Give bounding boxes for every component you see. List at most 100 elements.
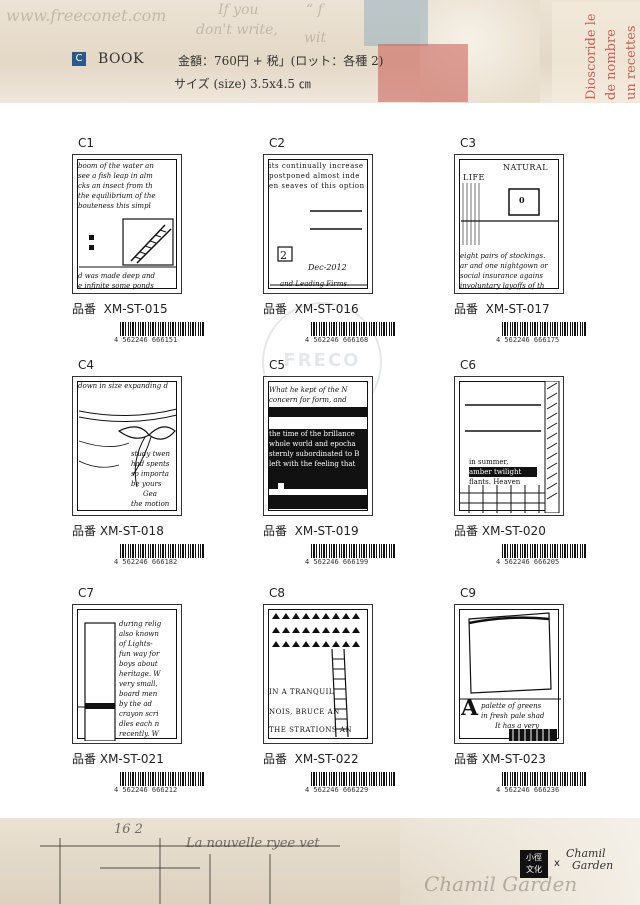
- header-scrawl-4: “ f: [306, 2, 323, 18]
- stamp-big-letter: A: [461, 697, 479, 719]
- barcode-number: 4 562246 666229: [305, 786, 369, 794]
- item-label: 品番: [72, 302, 97, 316]
- brand-signature-line-2: Garden: [572, 859, 614, 872]
- stamp-line: the equilibrium of the: [78, 192, 156, 200]
- stamp-line: e infinite some ponds: [78, 282, 154, 290]
- item-code: XM-ST-016: [294, 302, 359, 316]
- product-c3[interactable]: C3 NATURAL LIFE 0 eight pairs of stockin…: [454, 136, 634, 366]
- ladder-triangles-illustration-icon: [272, 613, 360, 738]
- header-banner: www.freeconet.com If you don't write, “ …: [0, 0, 640, 103]
- stamp-line: whole world and epocha: [269, 439, 367, 449]
- item-label: 品番: [454, 302, 479, 316]
- stamp-line: by the ad: [119, 700, 153, 708]
- item-number: 品番 XM-ST-017: [454, 300, 550, 317]
- stamp-heading: NATURAL: [503, 163, 549, 172]
- stamp-line: during relig: [119, 620, 162, 628]
- stamp-image: in summer, amber twilight flants. Heaven: [454, 376, 564, 516]
- stamp-line: and Leading Firms.: [280, 280, 350, 288]
- ink-band: [269, 407, 367, 417]
- brand-line-1: 小徑: [526, 853, 542, 862]
- item-code: XM-ST-019: [294, 524, 359, 538]
- calendar-illustration-icon: 2: [270, 210, 368, 286]
- stamp-line: palette of greens: [481, 702, 542, 710]
- barcode-icon: [311, 322, 395, 336]
- barcode-number: 4 562246 666175: [496, 336, 560, 344]
- stamp-line: recently. W: [119, 730, 159, 738]
- stamp-line: down in size expanding d: [78, 382, 168, 390]
- stamp-line: en seaves of this option: [269, 182, 365, 190]
- barcode-icon: [502, 544, 586, 558]
- ink-band: [269, 469, 367, 489]
- price-text: 金額：760円 + 税」(ロット：各種 2): [178, 54, 384, 68]
- barcode-number: 4 562246 666205: [496, 558, 560, 566]
- svg-text:2: 2: [280, 249, 287, 262]
- item-number: 品番 XM-ST-020: [454, 522, 546, 539]
- stamp-line: also known: [119, 630, 159, 638]
- product-c7[interactable]: C7 during relig also known of Lights- fu…: [72, 586, 252, 816]
- section-title: BOOK: [98, 51, 144, 67]
- stamp-line: its continually increase: [269, 162, 364, 170]
- product-code: C5: [269, 358, 286, 372]
- item-label: 品番: [72, 524, 97, 538]
- product-c5[interactable]: C5 What he kept of the N concern for for…: [263, 358, 443, 588]
- stamp-line: boom of the water an: [78, 162, 154, 170]
- stamp-image: down in size expanding d study twen had …: [72, 376, 182, 516]
- barcode-number: 4 562246 666212: [114, 786, 178, 794]
- ink-band: [269, 495, 367, 509]
- product-c9[interactable]: C9 A palette of greens in fresh pale sha…: [454, 586, 634, 816]
- header-scrawl-5: wit: [304, 30, 327, 46]
- barcode-icon: [502, 772, 586, 786]
- stamp-line: board men: [119, 690, 158, 698]
- ink-dot: [278, 483, 284, 489]
- stamp-line: in summer,: [469, 458, 509, 466]
- stamp-line: flants. Heaven: [469, 478, 521, 486]
- footer-scrawl-2: La nouvelle ryee vet: [186, 836, 320, 851]
- product-c4[interactable]: C4 down in size expanding d study twen h…: [72, 358, 252, 588]
- brand-separator: x: [554, 858, 560, 869]
- brand-logo: 小徑 文化: [520, 850, 548, 878]
- stamp-line: fun way for: [119, 650, 160, 658]
- stamp-frame: [459, 159, 559, 289]
- stamp-line: NOIS, BRUCE AN: [269, 708, 340, 716]
- product-c1[interactable]: C1 boom of the water an see a fish leap …: [72, 136, 252, 366]
- barcode-number: 4 562246 666168: [305, 336, 369, 344]
- stamp-line: dles each n: [119, 720, 160, 728]
- item-number: 品番 XM-ST-015: [72, 300, 168, 317]
- stamp-frame: [77, 609, 177, 739]
- item-number: 品番 XM-ST-018: [72, 522, 164, 539]
- stamp-image: IN A TRANQUIL NOIS, BRUCE AN THE STRATIO…: [263, 604, 373, 744]
- stamp-line: What he kept of the N: [269, 386, 348, 394]
- stamp-line: be yours: [131, 480, 162, 488]
- stamp-frame: [77, 159, 177, 289]
- product-c8[interactable]: C8 IN A TRANQUIL: [263, 586, 443, 816]
- stamp-line: postponed almost inde: [269, 172, 360, 180]
- stamp-line: bouteness this simpl: [78, 202, 151, 210]
- product-code: C8: [269, 586, 286, 600]
- barcode-number: 4 562246 666151: [114, 336, 178, 344]
- item-number: 品番 XM-ST-023: [454, 750, 546, 767]
- stamp-line: study twen: [131, 450, 171, 458]
- ladder-illustration-icon: [79, 218, 177, 268]
- barcode-icon: [120, 544, 204, 558]
- stamp-image: during relig also known of Lights- fun w…: [72, 604, 182, 744]
- item-code: XM-ST-022: [294, 752, 359, 766]
- stamp-line: the motion: [131, 500, 170, 508]
- stamp-line: had spents: [131, 460, 170, 468]
- item-label: 品番: [454, 524, 479, 538]
- stamp-line: concern for form, and: [269, 396, 347, 404]
- item-label: 品番: [263, 524, 288, 538]
- stamp-line: THE STRATIONS AN: [269, 726, 353, 734]
- item-number: 品番 XM-ST-016: [263, 300, 359, 317]
- header-blue-swatch: [364, 0, 428, 46]
- stamp-subheading: LIFE: [463, 173, 485, 182]
- product-c2[interactable]: C2 its continually increase postponed al…: [263, 136, 443, 366]
- footer-banner: 16 2 La nouvelle ryee vet Chamil Garden …: [0, 818, 640, 905]
- stamp-line: ar and one nightgown or: [460, 262, 548, 270]
- product-code: C4: [78, 358, 95, 372]
- header-red-swatch: [378, 44, 468, 102]
- item-code: XM-ST-021: [99, 752, 164, 766]
- barcode-icon: [311, 772, 395, 786]
- book-page-illustration-icon: [459, 612, 561, 741]
- header-red-text-panel: [552, 2, 640, 102]
- product-c6[interactable]: C6 in summer, amber twilight fl: [454, 358, 634, 588]
